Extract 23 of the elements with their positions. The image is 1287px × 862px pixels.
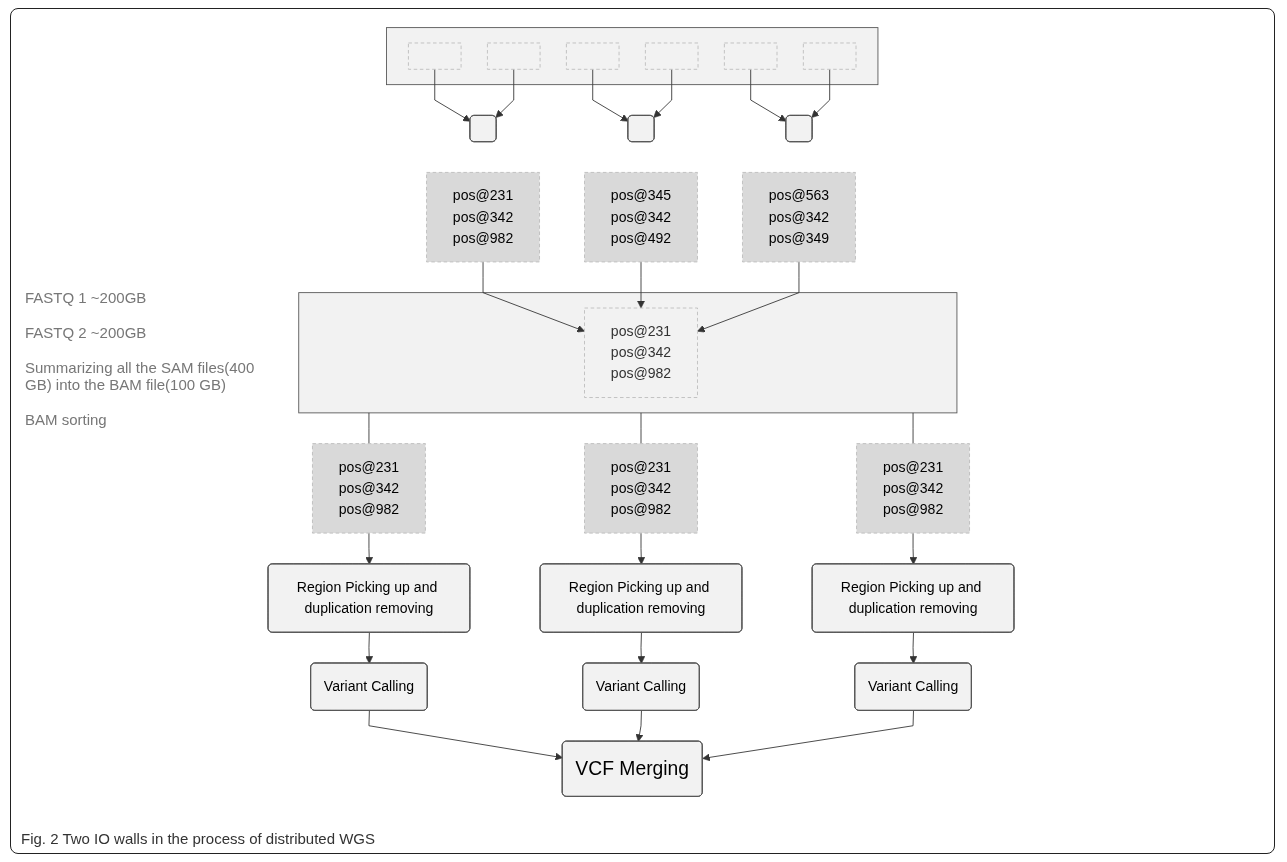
node-box: pos@231 pos@342 pos@982 [312, 443, 426, 534]
node-box [723, 42, 778, 70]
node-box [565, 42, 620, 70]
connector [368, 412, 370, 445]
connector [640, 412, 642, 445]
node-box [802, 42, 857, 70]
note-text: BAM sorting [25, 411, 108, 428]
note-text: Summarizing all the SAM files(400 GB) into the BAM file(100 GB) [25, 359, 255, 393]
node-box [644, 42, 699, 70]
node-box [408, 42, 462, 70]
node-box [487, 42, 541, 70]
figure-caption: Fig. 2 Two IO walls in the process of distributed WGS [21, 830, 376, 847]
node-box: pos@231 pos@342 pos@982 [856, 443, 970, 534]
note-text: FASTQ 1 ~200GB [25, 289, 148, 306]
node-box: pos@345 pos@342 pos@492 [584, 172, 698, 263]
node-box: pos@563 pos@342 pos@349 [742, 172, 856, 263]
node-box: pos@231 pos@342 pos@982 [426, 172, 540, 263]
node-box: pos@231 pos@342 pos@982 [584, 307, 698, 398]
connector [912, 412, 914, 445]
node-box: pos@231 pos@342 pos@982 [584, 443, 698, 534]
cluster [298, 292, 958, 414]
note-text: FASTQ 2 ~200GB [25, 324, 148, 341]
cluster [386, 27, 879, 86]
